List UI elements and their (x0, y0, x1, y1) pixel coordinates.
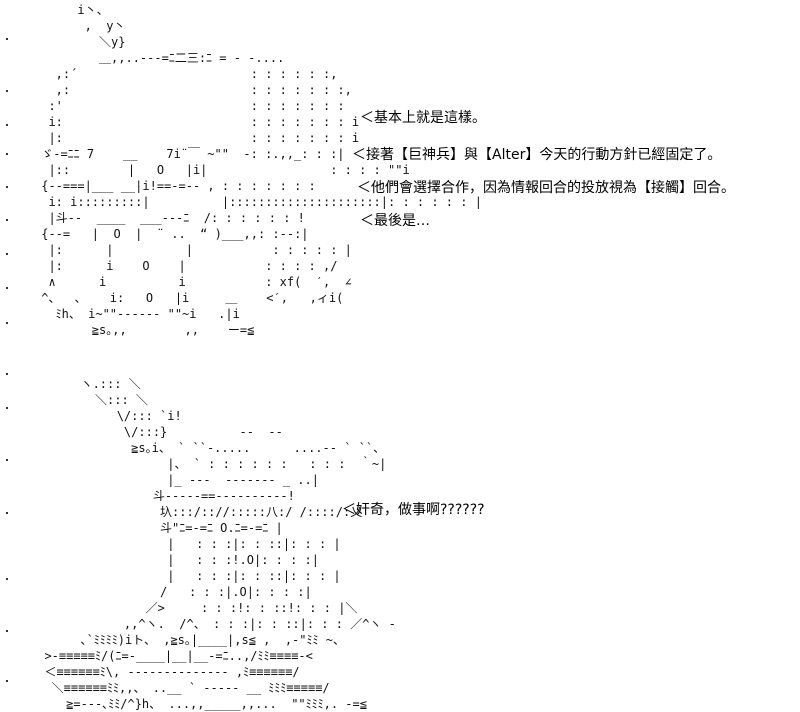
dialogue-line-3: ＜他們會選擇合作，因為情報回合的投放視為【接觸】回合。 (357, 180, 735, 196)
margin-dot (6, 124, 8, 126)
margin-dot (6, 90, 8, 92)
margin-dot (6, 373, 8, 375)
margin-dot (6, 153, 8, 155)
margin-dot (6, 322, 8, 324)
margin-dot (6, 186, 8, 188)
left-margin-dots (0, 0, 12, 711)
margin-dot (6, 287, 8, 289)
margin-dot (6, 630, 8, 632)
dialogue-line-2: ＜接著【巨神兵】與【Alter】今天的行動方針已經固定了。 (352, 147, 722, 163)
margin-dot (6, 578, 8, 580)
ascii-art-hat-character: ヽ.::: ＼ ＼::: ＼ \/::: `i! \/:::} ‐‐ ‐‐ ≧s… (44, 377, 396, 711)
margin-dot (6, 253, 8, 255)
margin-dot (6, 407, 8, 409)
margin-dot (6, 219, 8, 221)
margin-dot (6, 512, 8, 514)
ascii-art-robot-character: i丶、 , y丶 ＼y} ＿,,..---=ﾆ二三:ﾆ = - -.... ,:… (41, 3, 482, 337)
margin-dot (6, 680, 8, 682)
margin-dot (6, 38, 8, 40)
dialogue-line-5: ＜奸奇，做事啊?????? (342, 502, 485, 518)
margin-dot (6, 459, 8, 461)
dialogue-line-1: ＜基本上就是這樣。 (360, 110, 486, 126)
dialogue-line-4: ＜最後是… (360, 213, 430, 229)
